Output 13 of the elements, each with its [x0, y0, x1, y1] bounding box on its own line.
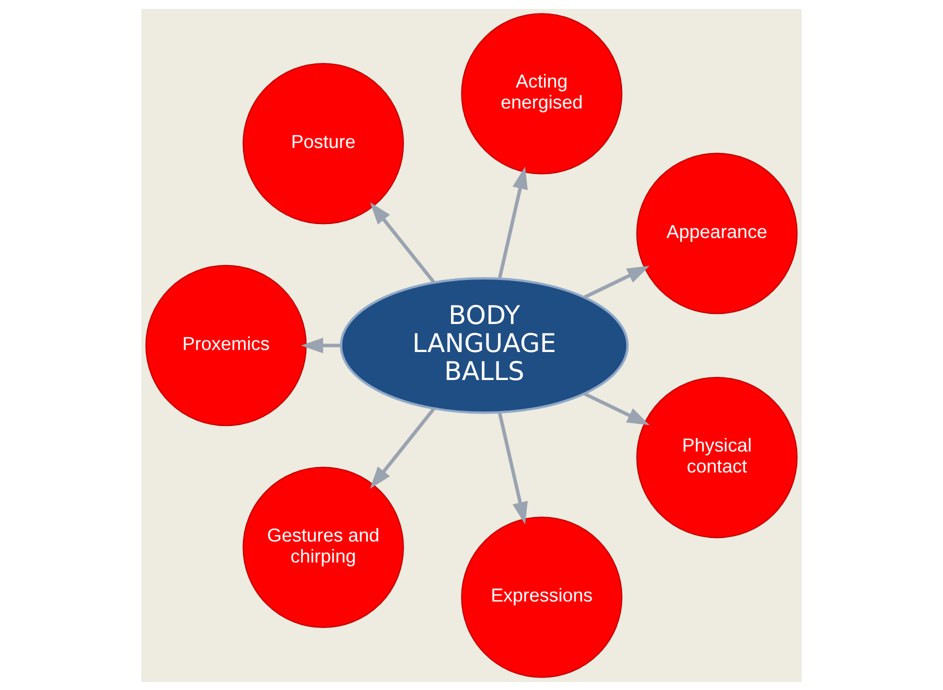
- arrow: [498, 166, 528, 278]
- node-circle: Proxemics: [145, 264, 307, 426]
- arrow: [498, 412, 528, 524]
- node-circle: Acting energised: [461, 12, 622, 174]
- arrow: [370, 202, 436, 283]
- arrow: [300, 337, 341, 353]
- node-circle: Appearance: [636, 152, 798, 314]
- arrow: [584, 265, 650, 298]
- node-circle: Physical contact: [636, 376, 798, 538]
- node-ellipse: BODY LANGUAGE BALLS: [340, 276, 629, 414]
- node-circle: Expressions: [461, 516, 622, 678]
- arrow: [370, 407, 436, 488]
- arrow: [584, 392, 650, 425]
